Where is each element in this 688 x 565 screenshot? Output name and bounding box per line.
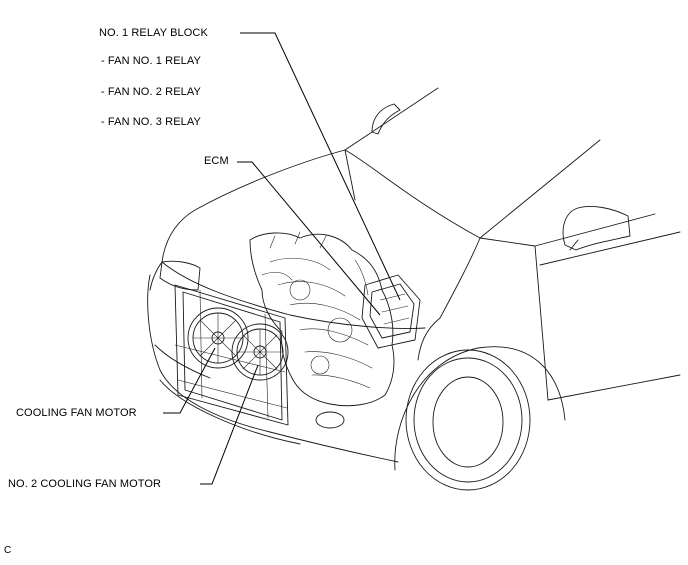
leader-relay-block (240, 32, 401, 301)
leader-lines (163, 32, 401, 485)
fan3-relay-label: - FAN NO. 3 RELAY (101, 116, 201, 128)
leader-no2-cooling-fan-motor (200, 364, 259, 485)
leader-cooling-fan-motor (163, 347, 216, 414)
cooling-fan-motor-label: COOLING FAN MOTOR (16, 407, 137, 419)
cooling-fan-1 (187, 307, 249, 369)
relay-block-ecm (361, 274, 421, 349)
radiator-assembly (174, 284, 289, 426)
car-body (147, 87, 681, 491)
engine (249, 231, 395, 407)
relay-block-label: NO. 1 RELAY BLOCK (99, 27, 208, 39)
leader-ecm (237, 161, 381, 316)
corner-code-label: C (4, 545, 12, 556)
cooling-fan-2 (231, 323, 289, 381)
no2-cooling-fan-motor-label: NO. 2 COOLING FAN MOTOR (8, 478, 162, 490)
fan1-relay-label: - FAN NO. 1 RELAY (101, 55, 201, 67)
ecm-label: ECM (204, 155, 229, 167)
fan2-relay-label: - FAN NO. 2 RELAY (101, 86, 201, 98)
